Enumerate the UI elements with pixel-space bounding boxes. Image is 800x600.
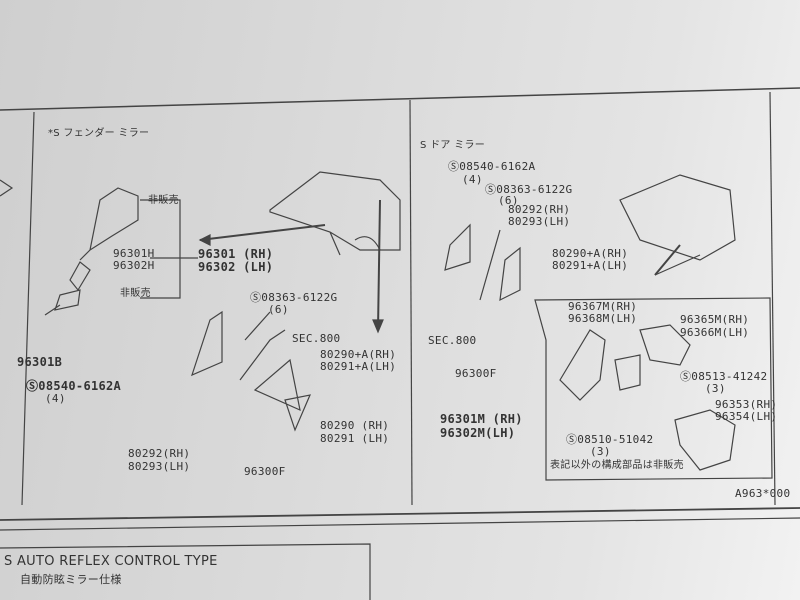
part-80290: 80290 (RH) <box>320 419 390 432</box>
bolt-08540-qty: (4) <box>45 392 66 405</box>
part-96366M: 96366M(LH) <box>680 326 750 339</box>
label-not-sold: 非販売 <box>120 288 151 299</box>
gusset-drawing-left <box>191 310 312 432</box>
part-80290A: 80290+A(RH) <box>320 348 397 361</box>
bottom-rule-2 <box>0 517 800 531</box>
bolt-08363-qty: (6) <box>268 303 289 316</box>
part-96300F: 96300F <box>244 465 286 478</box>
part-80290A: 80290+A(RH) <box>552 247 629 260</box>
bolt-08363-qty: (6) <box>498 194 519 207</box>
label-not-sold: 非販売 <box>148 195 179 206</box>
bolt-08510: Ⓢ08510-51042 <box>566 433 654 446</box>
pointer-arrow-left <box>199 224 326 241</box>
part-80292: 80292(RH) <box>508 203 571 216</box>
top-border <box>0 87 800 111</box>
bracket-lines <box>140 199 198 299</box>
part-96354: 96354(LH) <box>715 410 778 423</box>
sec-800-ref: SEC.800 <box>428 334 477 347</box>
not-sold-note: 表記以外の構成部品は非販売 <box>550 460 684 471</box>
auto-reflex-title: S AUTO REFLEX CONTROL TYPE <box>4 554 218 569</box>
part-96301M: 96301M (RH) <box>440 412 523 426</box>
section-title-door-mirror: S ドア ミラー <box>420 140 486 151</box>
part-80291A: 80291+A(LH) <box>552 259 629 272</box>
part-96300F: 96300F <box>455 367 497 380</box>
bolt-08510-qty: (3) <box>590 445 611 458</box>
right-frame <box>769 91 776 506</box>
part-96302M: 96302M(LH) <box>440 426 516 440</box>
car-sketch-left <box>269 171 401 256</box>
left-arrow-edge <box>0 179 14 197</box>
bottom-rule-1 <box>0 507 800 521</box>
bolt-08540: Ⓢ08540-6162A <box>26 379 122 393</box>
part-96368M: 96368M(LH) <box>568 312 638 325</box>
section-divider <box>409 99 413 506</box>
part-96367M: 96367M(RH) <box>568 300 638 313</box>
left-frame <box>21 111 35 506</box>
part-96302H: 96302H <box>113 259 155 272</box>
part-80291A: 80291+A(LH) <box>320 360 397 373</box>
bolt-08363: Ⓢ08363-6122G <box>485 183 573 196</box>
part-96302: 96302 (LH) <box>198 260 274 274</box>
bolt-08513: Ⓢ08513-41242 <box>680 370 768 383</box>
part-96301: 96301 (RH) <box>198 247 274 261</box>
bottom-table-box <box>0 543 371 600</box>
auto-reflex-subtitle: 自動防眩ミラー仕様 <box>20 573 122 586</box>
part-96353: 96353(RH) <box>715 398 778 411</box>
part-80292: 80292(RH) <box>128 447 191 460</box>
bolt-08540-qty: (4) <box>462 173 483 186</box>
part-96301B: 96301B <box>17 355 63 369</box>
car-sketch-right <box>619 174 736 276</box>
part-80291: 80291 (LH) <box>320 432 390 445</box>
bolt-08540: Ⓢ08540-6162A <box>448 160 536 173</box>
gusset-drawing-right <box>444 223 521 302</box>
door-mirror-drawing <box>559 324 736 471</box>
figure-code: A963*000 <box>735 487 791 500</box>
part-96365M: 96365M(RH) <box>680 313 750 326</box>
fender-mirror-drawing <box>44 187 139 316</box>
sec-800-ref: SEC.800 <box>292 332 341 345</box>
bolt-08513-qty: (3) <box>705 382 726 395</box>
part-80293: 80293(LH) <box>508 215 571 228</box>
pointer-arrow-down <box>377 199 381 331</box>
part-80293: 80293(LH) <box>128 460 191 473</box>
bolt-08363: Ⓢ08363-6122G <box>250 291 338 304</box>
section-title-fender-mirror: *S フェンダー ミラー <box>48 128 150 139</box>
part-96301H: 96301H <box>113 247 155 260</box>
detail-box <box>534 297 773 481</box>
